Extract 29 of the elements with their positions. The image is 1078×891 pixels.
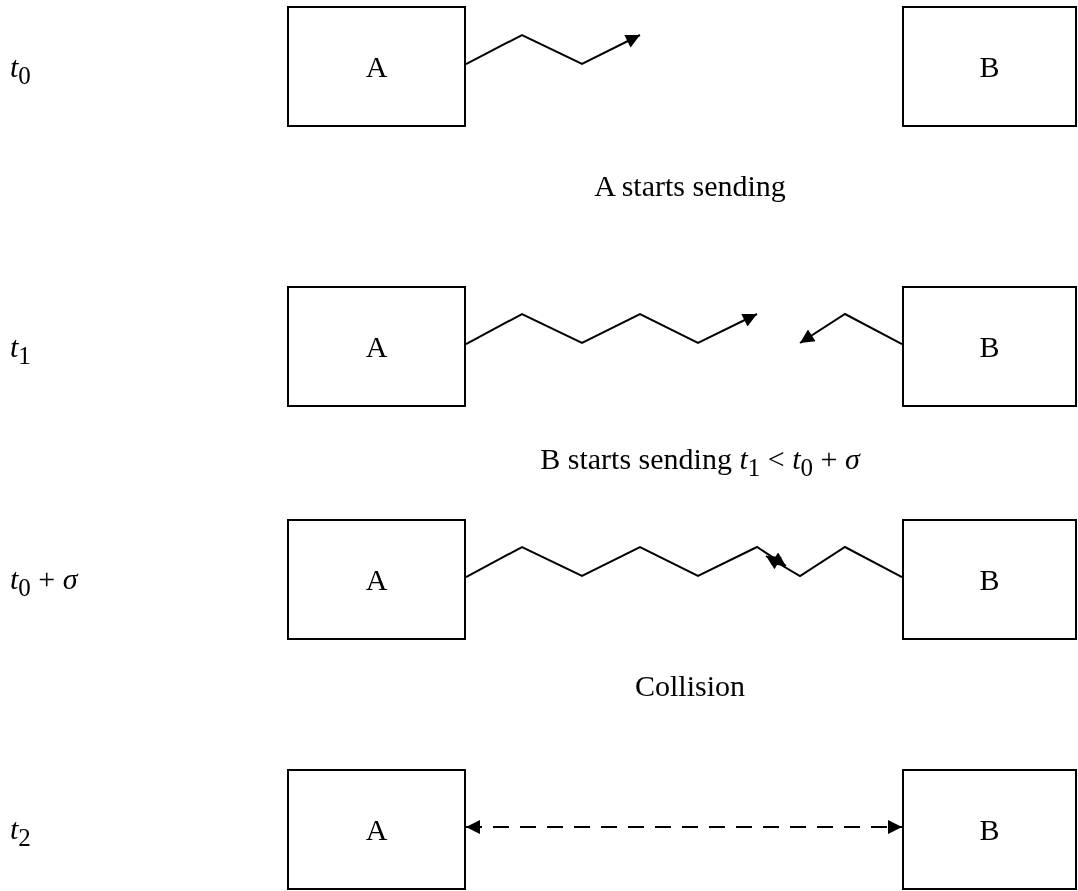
station-label: A: [365, 49, 388, 84]
station-label: B: [979, 49, 1000, 84]
event-caption: Collision: [635, 669, 745, 703]
station-box: [287, 519, 466, 640]
station-box: [287, 6, 466, 127]
station-box: [287, 286, 466, 407]
station-box: [902, 519, 1077, 640]
dashed-arrow: [465, 820, 903, 835]
station-box: [902, 6, 1077, 127]
time-label: t$_{2}$: [10, 812, 31, 852]
station-label: A: [365, 562, 388, 597]
time-label: t$_{0}$ + σ: [10, 562, 78, 602]
station-label: A: [365, 812, 388, 847]
zigzag-arrow: [765, 545, 903, 579]
time-label: t$_{0}$: [10, 50, 31, 90]
event-caption: B starts sending t$_{1}$ < t$_{0}$ + σ: [540, 442, 860, 482]
station-box: [902, 286, 1077, 407]
station-label: B: [979, 812, 1000, 847]
station-label: B: [979, 562, 1000, 597]
zigzag-arrow: [465, 545, 787, 579]
zigzag-arrow: [465, 33, 641, 66]
station-box: [902, 769, 1077, 890]
zigzag-arrow: [465, 312, 758, 346]
station-label: A: [365, 329, 388, 364]
station-label: B: [979, 329, 1000, 364]
event-caption: A starts sending: [594, 169, 786, 203]
time-label: t$_{1}$: [10, 330, 31, 370]
station-box: [287, 769, 466, 890]
zigzag-arrow: [799, 312, 903, 346]
